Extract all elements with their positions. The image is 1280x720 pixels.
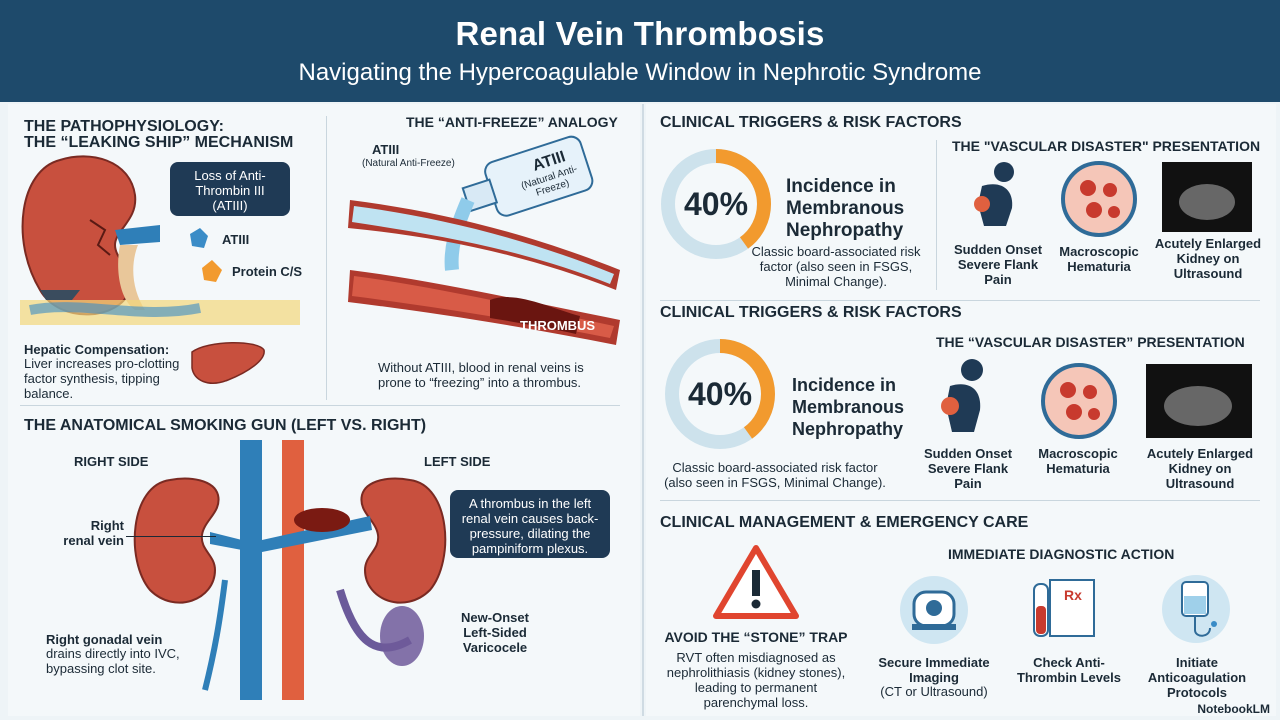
- patho-protein-label: Protein C/S: [232, 264, 303, 279]
- action-imaging: Secure Immediate Imaging: [878, 655, 990, 685]
- hepatic-title: Hepatic Compensation:: [24, 342, 170, 357]
- warning-icon: [713, 545, 799, 619]
- hematuria-icon-1: [1061, 161, 1137, 237]
- incidence-caption-1: Classic board-associated risk factor (al…: [751, 244, 921, 289]
- incidence-percent-1: 40%: [683, 186, 749, 222]
- center-divider: [642, 104, 644, 716]
- presentation-title-2: THE “VASCULAR DISASTER” PRESENTATION: [936, 334, 1245, 350]
- patho-title-1: THE PATHOPHYSIOLOGY:: [24, 118, 225, 135]
- incidence-caption-2: Classic board-associated risk factor (al…: [664, 460, 886, 490]
- antifreeze-atiii-label: ATIII: [372, 142, 400, 157]
- right-divider-1: [660, 300, 1260, 301]
- incidence-label-1: Incidence in Membranous Nephropathy: [786, 176, 905, 241]
- incidence-label-2: Incidence in Membranous Nephropathy: [792, 375, 905, 439]
- presentation-item-2-3: Acutely Enlarged Kidney on Ultrasound: [1146, 446, 1254, 491]
- flank-pain-icon-2: [941, 359, 983, 432]
- presentation-title-1: THE "VASCULAR DISASTER" PRESENTATION: [952, 138, 1261, 154]
- stone-trap-text: RVT often misdiagnosed as nephrolithiasi…: [666, 650, 846, 710]
- left-thrombus-bubble: A thrombus in the left renal vein causes…: [450, 490, 610, 558]
- anticoagulation-icon: [1162, 575, 1230, 643]
- hematuria-icon-2: [1041, 363, 1117, 439]
- right-divider-2: [660, 500, 1260, 501]
- atiii-protein-icon: [190, 228, 208, 248]
- gonadal-label: Right gonadal vein: [46, 632, 163, 647]
- right-vein-pointer: [126, 536, 216, 537]
- page-title: Renal Vein Thrombosis: [455, 15, 825, 52]
- incidence-donut-2: [665, 339, 775, 449]
- action-anticoagulation: Initiate Anticoagulation Protocols: [1147, 655, 1247, 700]
- antifreeze-caption: Without ATIII, blood in renal veins is p…: [378, 360, 584, 390]
- triggers-title-1: CLINICAL TRIGGERS & RISK FACTORS: [660, 114, 962, 131]
- liver-icon: [191, 342, 265, 384]
- svg-text:Rx: Rx: [1064, 587, 1082, 603]
- antifreeze-illustration: [348, 135, 620, 345]
- stone-trap-title: AVOID THE “STONE” TRAP: [664, 629, 848, 645]
- action-imaging-sub: (CT or Ultrasound): [880, 684, 988, 699]
- thrombus-label: THROMBUS: [520, 318, 596, 333]
- presentation-item-2-1: Sudden Onset Severe Flank Pain: [923, 446, 1013, 491]
- lab-test-icon: Rx: [1033, 579, 1095, 637]
- header: Renal Vein Thrombosis Navigating the Hyp…: [0, 0, 1280, 102]
- left-vertical-divider: [326, 116, 327, 400]
- presentation-item-1-1: Sudden Onset Severe Flank Pain: [953, 242, 1043, 287]
- ultrasound-icon-2: [1146, 364, 1252, 438]
- action-title: IMMEDIATE DIAGNOSTIC ACTION: [948, 546, 1175, 562]
- antifreeze-natural-label: (Natural Anti-Freeze): [362, 158, 455, 169]
- right-vein-label: Right renal vein: [63, 518, 124, 548]
- protein-cs-icon: [202, 260, 222, 282]
- management-title: CLINICAL MANAGEMENT & EMERGENCY CARE: [660, 514, 1029, 531]
- right-side-label: RIGHT SIDE: [74, 454, 149, 469]
- patho-atiii-label: ATIII: [222, 232, 250, 247]
- incidence-percent-2: 40%: [687, 376, 753, 412]
- varicocele-label: New-Onset Left-Sided Varicocele: [461, 610, 529, 655]
- anatomy-illustration: [133, 440, 447, 700]
- imaging-icon: [900, 576, 968, 644]
- patho-title-2: THE “LEAKING SHIP” MECHANISM: [24, 134, 294, 151]
- left-horizontal-divider: [20, 405, 620, 406]
- presentation-item-2-2: Macroscopic Hematuria: [1038, 446, 1118, 476]
- incidence-donut-1: [661, 149, 771, 259]
- loss-atiii-bubble: Loss of Anti-Thrombin III (ATIII): [170, 162, 290, 216]
- ultrasound-icon-1: [1162, 162, 1252, 232]
- footer-brand: NotebookLM: [1197, 702, 1270, 716]
- gonadal-text: drains directly into IVC, bypassing clot…: [46, 646, 180, 676]
- presentation-item-1-2: Macroscopic Hematuria: [1059, 244, 1139, 274]
- presentation-item-1-3: Acutely Enlarged Kidney on Ultrasound: [1154, 236, 1262, 281]
- action-anti-thrombin: Check Anti-Thrombin Levels: [1016, 655, 1122, 685]
- right-vertical-divider: [936, 140, 937, 290]
- page-subtitle: Navigating the Hypercoagulable Window in…: [298, 59, 982, 86]
- anatomy-title: THE ANATOMICAL SMOKING GUN (LEFT VS. RIG…: [24, 417, 427, 434]
- leaking-ship-illustration: [20, 155, 300, 325]
- left-side-label: LEFT SIDE: [424, 454, 491, 469]
- flank-pain-icon-1: [974, 162, 1014, 226]
- triggers-title-2: CLINICAL TRIGGERS & RISK FACTORS: [660, 304, 962, 321]
- hepatic-text: Liver increases pro-clotting factor synt…: [24, 356, 180, 401]
- antifreeze-title: THE “ANTI-FREEZE” ANALOGY: [406, 114, 618, 130]
